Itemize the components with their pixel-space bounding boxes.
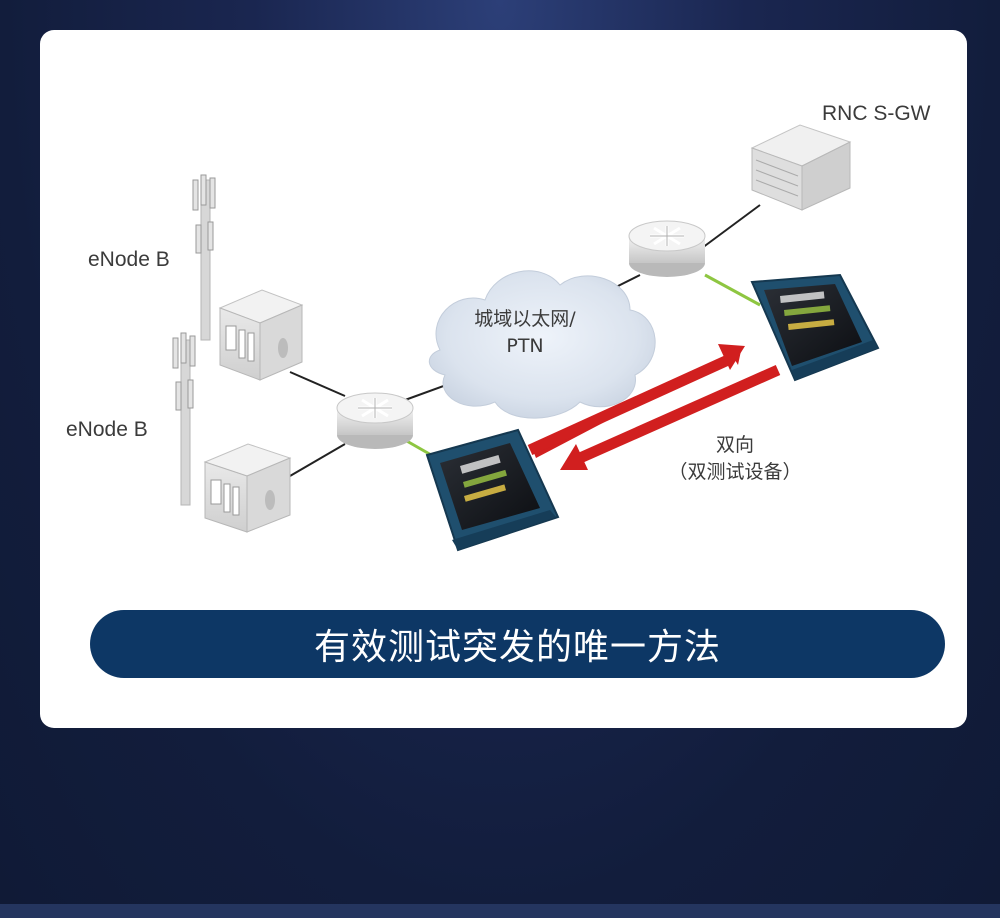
- bidirectional-arrows: [527, 344, 781, 470]
- base-station-cabinet-icon: [218, 289, 304, 381]
- diagram-card: eNode B eNode B RNC S-GW 城域以太网/ PTN 双向 （…: [40, 30, 967, 728]
- router-icon: [336, 392, 414, 449]
- caption-banner: 有效测试突发的唯一方法: [90, 610, 945, 678]
- bottom-strip: [0, 904, 1000, 918]
- enode-b-label-2: eNode B: [66, 418, 148, 441]
- bidirectional-line1: 双向: [715, 434, 754, 456]
- tablet-tester-icon: [425, 428, 560, 552]
- cell-tower-icon: [192, 174, 216, 341]
- server-rack-icon: [750, 124, 852, 211]
- metro-ethernet-label: 城域以太网/ PTN: [460, 306, 590, 360]
- connection-lines: [289, 204, 761, 477]
- caption-text: 有效测试突发的唯一方法: [313, 627, 721, 668]
- router-icon: [628, 220, 706, 277]
- tablet-tester-icon: [750, 273, 880, 382]
- network-diagram: [172, 124, 880, 552]
- rnc-sgw-label: RNC S-GW: [822, 102, 931, 125]
- cloud-icon: [428, 270, 656, 419]
- bidirectional-line2: （双测试设备）: [668, 461, 802, 483]
- bidirectional-label: 双向 （双测试设备）: [655, 432, 815, 486]
- metro-ethernet-line2: PTN: [506, 335, 544, 357]
- enode-b-label-1: eNode B: [88, 248, 170, 271]
- metro-ethernet-line1: 城域以太网/: [474, 308, 576, 330]
- base-station-cabinet-icon: [203, 443, 292, 533]
- cell-tower-icon: [172, 332, 196, 506]
